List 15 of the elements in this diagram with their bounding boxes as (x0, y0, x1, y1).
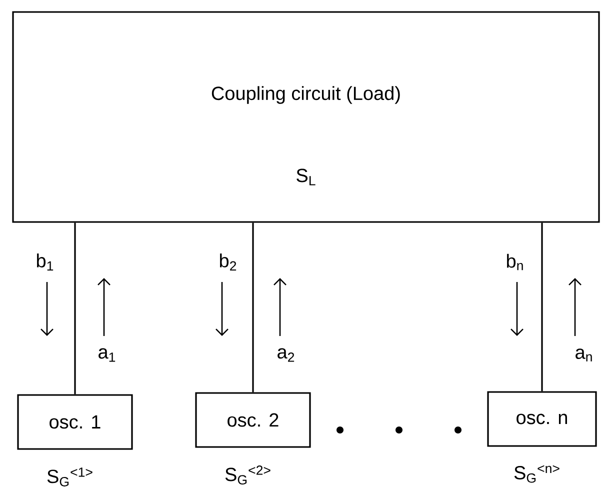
wave-label: b$_{n}$ (507, 254, 523, 270)
oscillator-box: osc. 2 (195, 392, 311, 448)
connection-line (541, 222, 543, 392)
connection-line (252, 222, 254, 392)
wave-label: a$_{2}$ (278, 348, 294, 362)
wave-label: b$_{2}$ (220, 253, 236, 271)
matrix-label: S$_{G}$<2> (225, 466, 270, 484)
oscillator-box: osc. 1 (17, 394, 133, 450)
matrix-label: S$_{G}$<1> (47, 468, 92, 486)
wave-label: a$_{n}$ (576, 348, 592, 362)
connection-line (74, 222, 76, 394)
wave-label: a$_{1}$ (98, 348, 116, 362)
matrix-label: S$_{G}$<n> (514, 465, 560, 483)
oscillator-box: osc. n (487, 391, 597, 447)
wave-label: b$_{1}$ (37, 254, 54, 270)
